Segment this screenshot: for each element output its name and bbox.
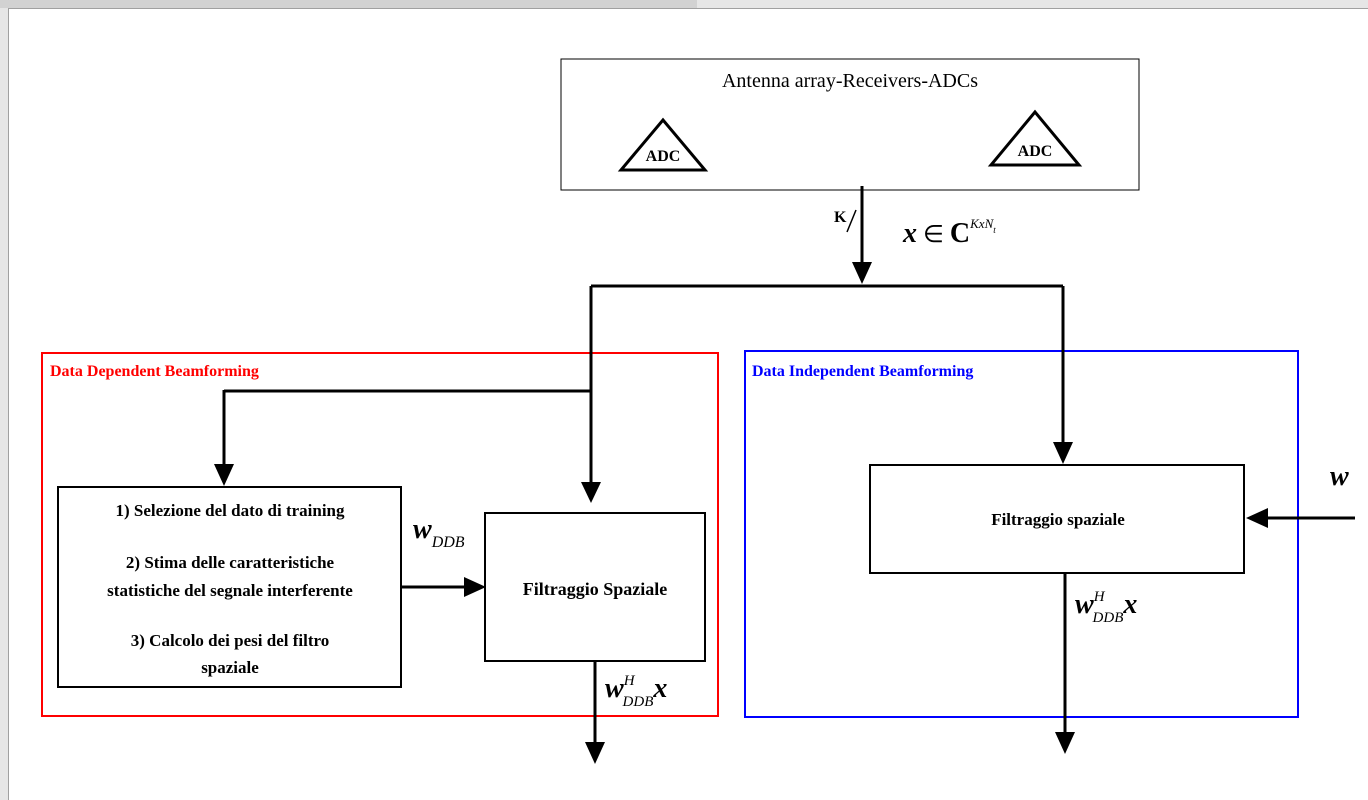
ddb-feed-arrowhead: [581, 482, 601, 503]
bus-arrowhead: [852, 262, 872, 284]
weights-arrowhead: [464, 577, 486, 597]
ddb-step2b: statistiche del segnale interferente: [107, 581, 353, 600]
bus-width-label: K: [834, 209, 847, 226]
dib-weight-label: w: [1330, 461, 1349, 492]
adc-right-triangle: [987, 109, 1083, 167]
ddb-step2a: 2) Stima delle caratteristiche: [126, 553, 335, 572]
ddb-title: Data Dependent Beamforming: [50, 363, 259, 380]
dib-box: [744, 350, 1299, 718]
dib-filter-label: Filtraggio spaziale: [991, 510, 1125, 529]
top-strip: [0, 0, 697, 8]
adc-left-triangle: [617, 117, 709, 172]
antenna-block-title: Antenna array-Receivers-ADCs: [722, 70, 978, 92]
dib-weight-arrowhead: [1246, 508, 1268, 528]
dib-output-arrowhead: [1055, 732, 1075, 754]
ddb-step3a: 3) Calcolo dei pesi del filtro: [131, 631, 329, 650]
diagram-page: [8, 8, 1368, 800]
ddb-step3b: spaziale: [201, 658, 259, 677]
ddb-branch-arrowhead: [214, 464, 234, 486]
ddb-output-arrowhead: [585, 742, 605, 764]
dib-title: Data Independent Beamforming: [752, 363, 973, 380]
ddb-box: [41, 352, 719, 717]
ddb-weight-label: wDDB: [413, 514, 465, 551]
dib-filter-box: [869, 464, 1245, 574]
antenna-block: [560, 58, 1140, 191]
adc-left-label: ADC: [646, 148, 681, 165]
ddb-step1: 1) Selezione del dato di training: [115, 501, 345, 520]
dib-feed-arrowhead: [1053, 442, 1073, 464]
bus-slash: [846, 209, 857, 233]
ddb-filter-label: Filtraggio Spaziale: [523, 579, 667, 599]
signal-label: x∈CKxNt: [902, 216, 996, 249]
adc-right-label: ADC: [1018, 143, 1053, 160]
